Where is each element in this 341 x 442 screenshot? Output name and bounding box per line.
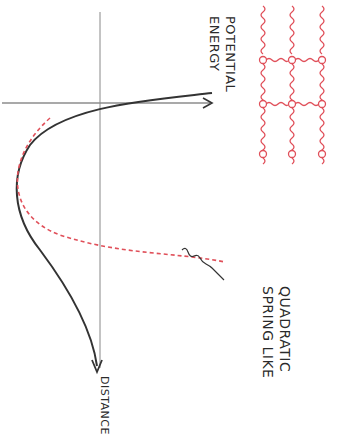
quadratic-curve bbox=[17, 118, 225, 262]
axis-arrowhead bbox=[203, 98, 212, 108]
axis-label: POTENTIAL ENERGY bbox=[207, 16, 238, 96]
energy-axis bbox=[2, 102, 210, 103]
distance-axis bbox=[100, 12, 101, 368]
leader-line bbox=[182, 248, 224, 280]
curve-arrowhead bbox=[92, 360, 102, 372]
axis-label: DISTANCE bbox=[98, 376, 111, 438]
annotation-label: QUADRATIC SPRING LIKE bbox=[259, 286, 293, 398]
molecule-chains bbox=[260, 6, 326, 164]
potential-curve bbox=[17, 93, 212, 366]
